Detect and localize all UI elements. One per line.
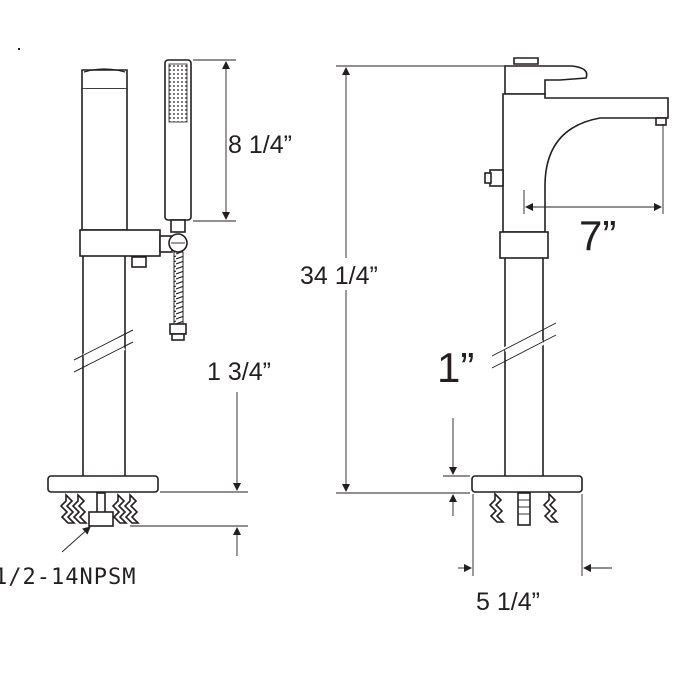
dim-base-thickness: 1” — [437, 344, 474, 516]
stray-mark — [18, 48, 20, 50]
front-valve-nub — [131, 256, 147, 268]
label-base-width: 5 1/4” — [476, 588, 540, 616]
side-diverter-knob — [484, 169, 504, 187]
side-spout-body — [502, 93, 669, 233]
label-base-to-floor: 1 3/4” — [207, 358, 271, 386]
dim-handshower-length: 8 1/4” — [193, 59, 292, 222]
front-base-plate — [47, 475, 159, 493]
front-upper-column — [81, 89, 128, 231]
front-view — [47, 59, 192, 527]
front-supply-fittings — [59, 492, 140, 527]
side-base-plate — [471, 475, 583, 493]
label-handshower-length: 8 1/4” — [228, 131, 292, 159]
handshower-hose — [169, 251, 187, 341]
dim-base-width: 5 1/4” — [458, 494, 612, 616]
label-base-thickness: 1” — [437, 344, 474, 391]
dim-total-height: 34 1/4” — [300, 65, 514, 494]
side-aerator — [655, 117, 667, 126]
front-lower-column — [82, 256, 126, 476]
front-collar — [79, 229, 161, 257]
dim-base-to-floor: 1 3/4” — [130, 358, 271, 556]
label-spout-reach: 7” — [579, 212, 616, 259]
side-break-lines — [491, 322, 557, 369]
side-supply-fittings — [488, 492, 559, 526]
handshower-holder — [159, 233, 188, 253]
dim-spout-reach: 7” — [523, 124, 664, 259]
label-total-height: 34 1/4” — [300, 262, 378, 290]
label-thread-spec: 1/2-14NPSM — [0, 565, 136, 590]
side-collar — [499, 231, 549, 259]
side-lower-column — [504, 258, 544, 476]
side-handle — [504, 57, 588, 95]
handshower — [164, 59, 192, 233]
side-view — [471, 57, 669, 526]
thread-callout: 1/2-14NPSM — [0, 526, 136, 590]
